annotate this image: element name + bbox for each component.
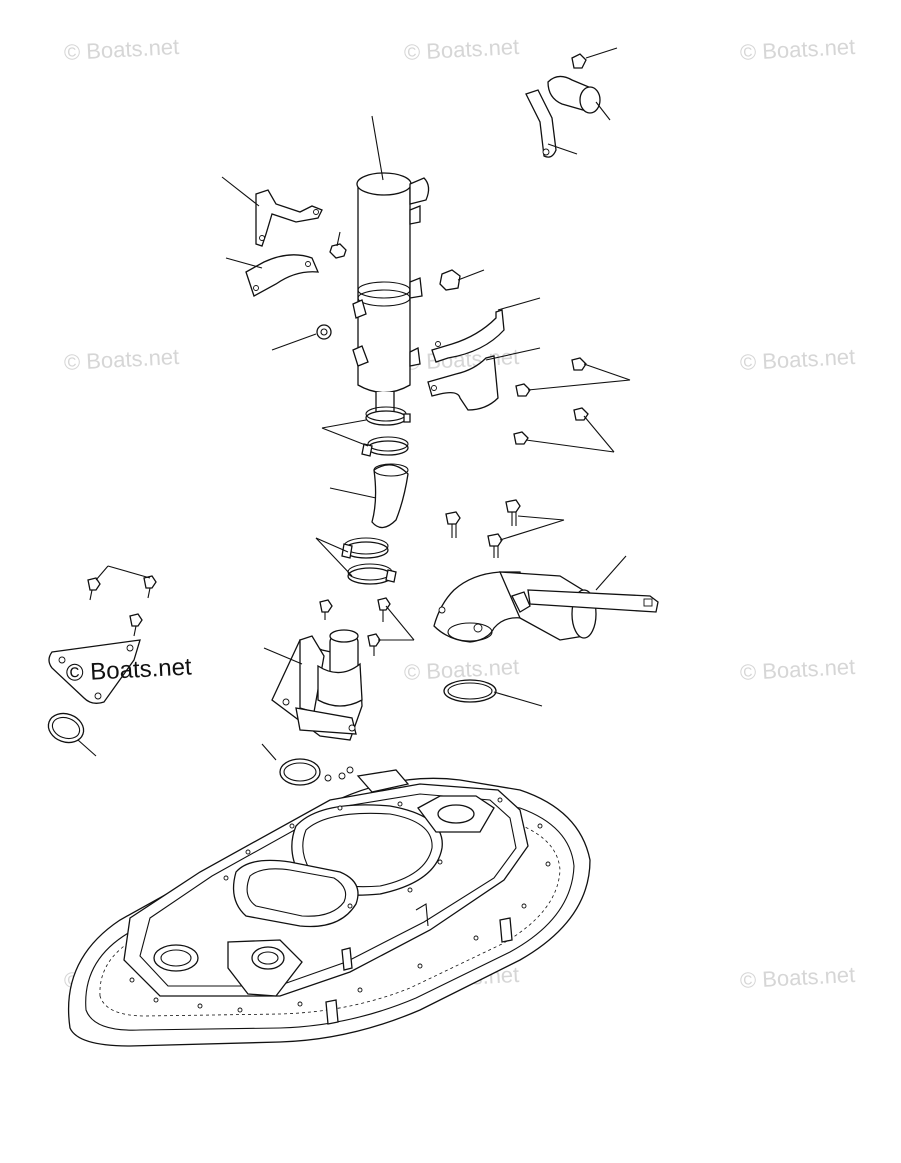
upper-left-bracket — [255, 189, 323, 247]
pump-housing — [271, 629, 363, 741]
bolt-group-pump — [319, 597, 415, 656]
spacer — [316, 324, 332, 340]
bolt-group-left — [87, 565, 157, 637]
lower-left-bracket — [245, 254, 320, 297]
top-bracket — [525, 53, 601, 158]
screw-group-2 — [513, 407, 615, 453]
upper-right-strap — [431, 309, 505, 363]
lower-right-strap — [427, 355, 499, 411]
lower-clamps — [341, 537, 397, 585]
triangle-plate — [48, 639, 141, 704]
bolt — [329, 231, 347, 259]
plug — [439, 269, 461, 291]
muffler — [352, 172, 430, 416]
o-ring-pump — [279, 758, 321, 786]
screw-group-1 — [515, 357, 631, 397]
upper-clamps — [361, 406, 411, 457]
bolt-group-mid — [445, 499, 565, 558]
elbow-valve — [433, 571, 659, 643]
hose — [371, 463, 409, 529]
hull — [67, 766, 591, 1047]
o-ring-right — [443, 679, 497, 703]
o-ring-left — [47, 712, 85, 744]
